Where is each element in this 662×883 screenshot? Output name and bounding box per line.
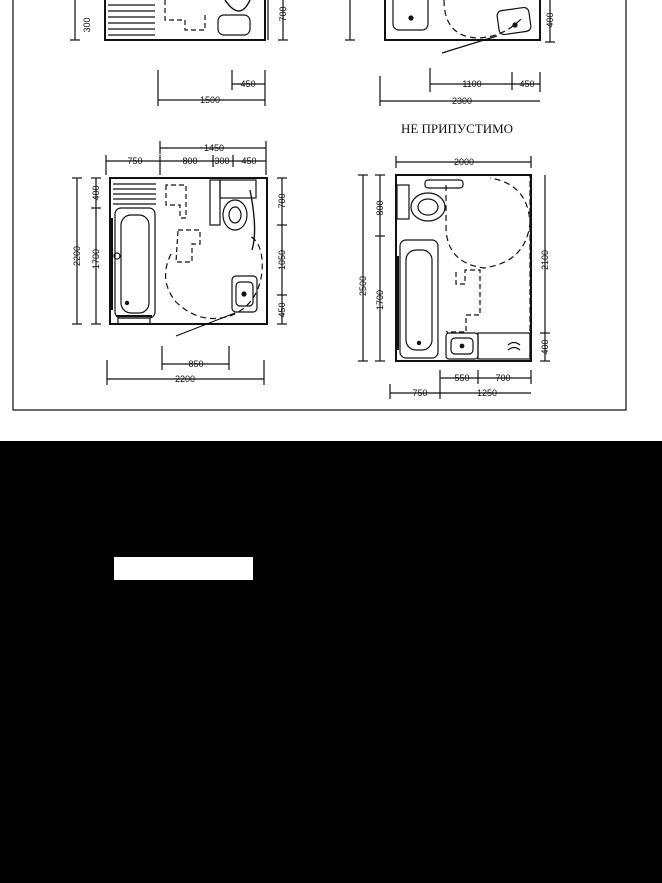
dim-1700: 1700 <box>375 290 385 310</box>
dim-1450: 1450 <box>204 143 224 153</box>
dim-2000: 2000 <box>454 157 474 167</box>
dim-1700: 1700 <box>91 249 101 269</box>
dim-2200-horizontal: 2200 <box>175 374 195 384</box>
bottom-left-plan <box>72 141 287 385</box>
dim-2100: 2100 <box>540 250 550 270</box>
dim-750: 750 <box>127 156 142 166</box>
black-background-area <box>0 441 662 883</box>
dim-1100: 1100 <box>462 79 481 89</box>
dim-400: 400 <box>540 339 550 354</box>
dim-450-right: 450 <box>277 302 287 317</box>
outer-frame <box>12 0 627 411</box>
dim-1250: 1250 <box>477 388 497 398</box>
dim-450: 450 <box>240 79 255 89</box>
dim-400: 400 <box>91 185 101 200</box>
dim-800: 800 <box>182 156 197 166</box>
dim-700: 700 <box>495 373 510 383</box>
dim-400: 400 <box>545 12 555 27</box>
dim-550: 550 <box>454 373 469 383</box>
dim-700: 700 <box>278 6 288 21</box>
dim-300: 300 <box>214 156 229 166</box>
dim-850: 850 <box>188 359 203 369</box>
dim-300: 300 <box>82 17 92 32</box>
bottom-right-plan <box>358 156 550 399</box>
dim-700: 700 <box>277 193 287 208</box>
dim-1050: 1050 <box>277 250 287 270</box>
dim-450: 450 <box>519 79 534 89</box>
dim-450-top: 450 <box>241 156 256 166</box>
drawing-sheet: 300 700 450 1500 400 1100 450 2300 1450 … <box>0 0 662 441</box>
dim-750: 750 <box>412 388 427 398</box>
dim-1500: 1500 <box>200 95 220 105</box>
top-right-plan <box>345 0 555 106</box>
not-allowed-label: НЕ ПРИПУСТИМО <box>401 121 513 136</box>
top-left-plan <box>70 0 288 106</box>
floor-plans-diagram: 300 700 450 1500 400 1100 450 2300 1450 … <box>12 0 627 411</box>
white-rectangle <box>114 557 253 580</box>
dim-800: 800 <box>375 200 385 215</box>
dim-2300: 2300 <box>452 96 472 106</box>
dim-2500: 2500 <box>358 276 368 296</box>
dim-2200-vertical: 2200 <box>72 246 82 266</box>
